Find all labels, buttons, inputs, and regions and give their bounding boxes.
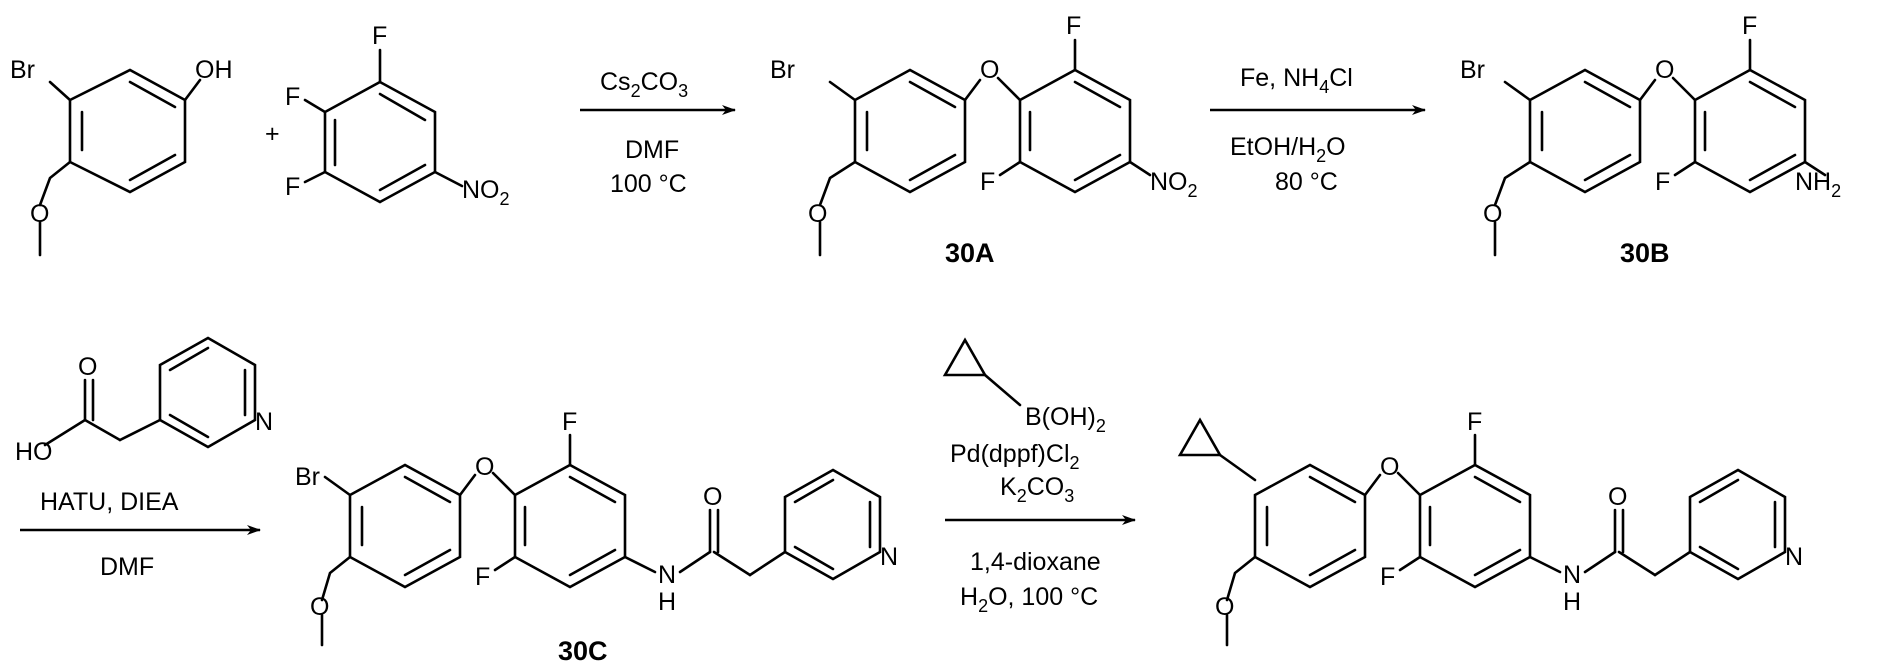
- base-label: K2CO3: [1000, 473, 1074, 506]
- compound-label-30C: 30C: [558, 636, 608, 666]
- hydroxyl-label: OH: [195, 56, 233, 84]
- reagent-cyclopropylboronic-acid: B(OH)2: [945, 340, 1106, 436]
- amide-nitrogen-label: N: [1563, 561, 1581, 589]
- compound-30A: Br O O F F NO2 30A: [770, 12, 1198, 268]
- bromine-label: Br: [295, 463, 320, 491]
- bromine-label: Br: [770, 56, 795, 84]
- fluorine-label: F: [1380, 563, 1395, 591]
- reagent-iron-ammonium-chloride: Fe, NH4Cl: [1240, 64, 1353, 97]
- fluorine-label: F: [1742, 12, 1757, 40]
- nitro-label: NO2: [1150, 168, 1198, 201]
- ether-oxygen-label: O: [1655, 56, 1674, 84]
- fluorine-label: F: [285, 83, 300, 111]
- ether-oxygen-label: O: [980, 56, 999, 84]
- fluorine-label: F: [980, 168, 995, 196]
- reagent-pyridylacetic-acid: O HO N: [15, 338, 273, 466]
- reaction-arrow-step2: Fe, NH4Cl EtOH/H2O 80 °C: [1210, 64, 1425, 196]
- amine-label: NH2: [1795, 168, 1841, 201]
- nitro-label: NO2: [462, 176, 510, 209]
- ether-oxygen-label: O: [475, 453, 494, 481]
- reactant-bromomethoxyphenol: Br OH O: [10, 56, 233, 255]
- pyridine-nitrogen-label: N: [880, 543, 898, 571]
- methoxy-oxygen-label: O: [310, 593, 329, 621]
- amide-oxygen-label: O: [703, 483, 722, 511]
- catalyst-label: Pd(dppf)Cl2: [950, 440, 1080, 473]
- compound-30B: Br O O F F NH2 30B: [1460, 12, 1841, 268]
- solvent-label: EtOH/H2O: [1230, 133, 1346, 166]
- reaction-arrow-step1: Cs2CO3 DMF 100 °C: [580, 68, 735, 198]
- amide-hydrogen-label: H: [658, 588, 676, 616]
- compound-30C: Br O O F F O N H N 30C: [295, 408, 898, 666]
- final-product: O O F F O N H N: [1180, 408, 1803, 645]
- methoxy-oxygen-label: O: [1215, 593, 1234, 621]
- temperature-label: 80 °C: [1275, 168, 1338, 196]
- amide-oxygen-label: O: [1608, 483, 1627, 511]
- methoxy-oxygen-label: O: [30, 200, 49, 228]
- amide-hydrogen-label: H: [1563, 588, 1581, 616]
- fluorine-label: F: [285, 173, 300, 201]
- pyridine-nitrogen-label: N: [1785, 543, 1803, 571]
- solvent-label: DMF: [625, 136, 679, 164]
- conditions-label: H2O, 100 °C: [960, 583, 1098, 616]
- plus-sign: +: [265, 120, 280, 148]
- fluorine-label: F: [475, 563, 490, 591]
- reaction-arrow-step3: HATU, DIEA DMF: [20, 488, 260, 581]
- boronic-acid-label: B(OH)2: [1025, 403, 1106, 436]
- amide-nitrogen-label: N: [658, 561, 676, 589]
- reaction-arrow-step4: Pd(dppf)Cl2 K2CO3 1,4-dioxane H2O, 100 °…: [945, 440, 1135, 616]
- reagent-cesium-carbonate: Cs2CO3: [600, 68, 688, 101]
- pyridine-nitrogen-label: N: [255, 408, 273, 436]
- coupling-reagents-label: HATU, DIEA: [40, 488, 179, 516]
- compound-label-30B: 30B: [1620, 238, 1670, 268]
- fluorine-label: F: [1066, 12, 1081, 40]
- fluorine-label: F: [1467, 408, 1482, 436]
- temperature-label: 100 °C: [610, 170, 687, 198]
- compound-label-30A: 30A: [945, 238, 995, 268]
- fluorine-label: F: [372, 22, 387, 50]
- bromine-label: Br: [10, 56, 35, 84]
- solvent-label: DMF: [100, 553, 154, 581]
- bromine-label: Br: [1460, 56, 1485, 84]
- solvent-label: 1,4-dioxane: [970, 548, 1101, 576]
- ether-oxygen-label: O: [1380, 453, 1399, 481]
- fluorine-label: F: [562, 408, 577, 436]
- fluorine-label: F: [1655, 168, 1670, 196]
- hydroxyl-label: HO: [15, 438, 53, 466]
- methoxy-oxygen-label: O: [1483, 200, 1502, 228]
- carbonyl-oxygen-label: O: [78, 353, 97, 381]
- reactant-trifluoronitrobenzene: F F F NO2: [285, 22, 510, 209]
- methoxy-oxygen-label: O: [808, 200, 827, 228]
